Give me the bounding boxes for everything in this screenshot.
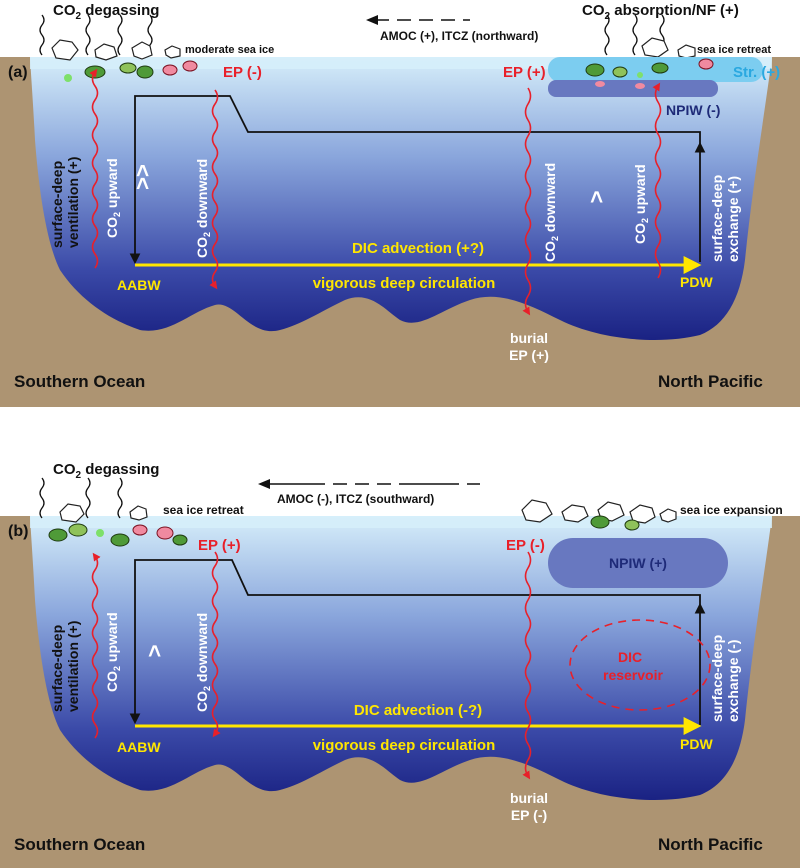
panel-b-burial-line1: burial [510, 790, 548, 806]
panel-a-exchange-line2: exchange (+) [725, 176, 741, 262]
panel-b: CO2 degassing AMOC (-), ITCZ (southward)… [0, 461, 800, 868]
panel-a-co2-downward-left: CO2 downward [194, 159, 212, 258]
panel-b-ice-right-label: sea ice expansion [680, 503, 783, 517]
panel-a-ep-left: EP (-) [223, 64, 262, 81]
panel-b-dic-reservoir-line2: reservoir [603, 667, 663, 683]
panel-a-co2-downward-right: CO2 downward [542, 163, 560, 262]
panel-a-sea-ice-left [51, 39, 181, 61]
panel-a-co2-absorption: CO2 absorption/NF (+) [582, 2, 739, 22]
panel-a-comparator-left: >> [130, 164, 155, 190]
panel-b-comparator-left: > [142, 645, 167, 658]
panel-a-co2-downward-wave-left [209, 89, 219, 290]
panel-b-dic-reservoir-line1: DIC [618, 649, 642, 665]
panel-b-ice-left-label: sea ice retreat [163, 503, 244, 517]
panel-a-ventilation-line1: surface-deep [49, 161, 65, 248]
panel-b-co2-upward-left: CO2 upward [104, 612, 122, 692]
panel-a-co2-upward-wave-left [89, 68, 99, 269]
panel-b-surface-layer [30, 516, 772, 528]
panel-a-north-pacific: North Pacific [658, 372, 763, 391]
panel-a-ocean-basin [30, 57, 772, 340]
panel-b-plankton-right [590, 515, 640, 531]
panel-a-co2-degassing: CO2 degassing [53, 2, 159, 22]
panel-b-ep-right: EP (-) [506, 537, 545, 554]
panel-a-aabw: AABW [117, 277, 161, 293]
panel-b-deep-circulation: vigorous deep circulation [313, 737, 496, 754]
panel-a-burial-line1: burial [510, 330, 548, 346]
panel-b-plankton-left [48, 523, 188, 547]
panel-b-dic-reservoir-ellipse [569, 619, 711, 711]
panel-b-aabw: AABW [117, 739, 161, 755]
panel-b-overturning-loop [129, 559, 701, 725]
panel-a-npiw-layer [548, 80, 718, 97]
panel-b-co2-downward-wave-left [211, 551, 221, 738]
panel-b-dic-advection: DIC advection (-?) [354, 702, 482, 719]
panel-b-exchange-line2: exchange (-) [725, 640, 741, 722]
panel-a-exchange-line1: surface-deep [709, 175, 725, 262]
panel-a-npiw-label: NPIW (-) [666, 102, 720, 118]
panel-a-str-label: Str. (+) [733, 64, 780, 81]
panel-a-co2-upward-wave-right [652, 82, 662, 279]
panel-a-sea-ice-right [641, 37, 696, 59]
panel-a-label: (a) [8, 64, 28, 81]
panel-b-amoc-label: AMOC (-), ITCZ (southward) [277, 492, 434, 506]
panel-b-ventilation-line1: surface-deep [49, 625, 65, 712]
panel-b-north-pacific: North Pacific [658, 835, 763, 854]
panel-a: CO2 degassing CO2 absorption/NF (+) AMOC… [0, 2, 800, 407]
panel-a-overturning-loop [129, 95, 701, 265]
panel-a-ep-right: EP (+) [503, 64, 546, 81]
panel-b-npiw-layer [548, 538, 728, 588]
panel-a-ice-right-label: sea ice retreat [697, 44, 771, 56]
panel-b-co2-degassing: CO2 degassing [53, 461, 159, 481]
panel-a-co2-upward-left: CO2 upward [104, 158, 122, 238]
panel-b-label: (b) [8, 523, 28, 540]
panel-a-co2-upward-right: CO2 upward [632, 164, 650, 244]
panel-b-pdw: PDW [680, 736, 713, 752]
panel-a-southern-ocean: Southern Ocean [14, 372, 145, 391]
panel-b-ventilation-line2: ventilation (+) [65, 621, 81, 712]
panel-a-pdw: PDW [680, 274, 713, 290]
panel-b-sea-ice-left [59, 503, 148, 523]
panel-a-ventilation-line2: ventilation (+) [65, 157, 81, 248]
panel-a-dic-advection: DIC advection (+?) [352, 240, 484, 257]
panel-a-plankton-right [585, 58, 714, 89]
panel-b-ep-left: EP (+) [198, 537, 241, 554]
panel-b-co2-downward-left: CO2 downward [194, 613, 212, 712]
panel-b-exchange-line1: surface-deep [709, 635, 725, 722]
panel-b-sea-ice-right [521, 499, 677, 524]
panel-a-amoc-label: AMOC (+), ITCZ (northward) [380, 29, 538, 43]
panel-a-co2-downward-wave-right [522, 87, 532, 316]
panel-b-npiw-label: NPIW (+) [609, 555, 667, 571]
panel-b-southern-ocean: Southern Ocean [14, 835, 145, 854]
panel-a-deep-circulation: vigorous deep circulation [313, 275, 496, 292]
panel-a-ice-left-label: moderate sea ice [185, 44, 274, 56]
panel-b-co2-downward-wave-right [522, 551, 532, 780]
panel-a-comparator-right: > [584, 191, 609, 204]
panel-b-co2-upward-wave-left [91, 552, 101, 739]
panel-a-burial-line2: EP (+) [509, 347, 549, 363]
panel-b-burial-line2: EP (-) [511, 807, 547, 823]
